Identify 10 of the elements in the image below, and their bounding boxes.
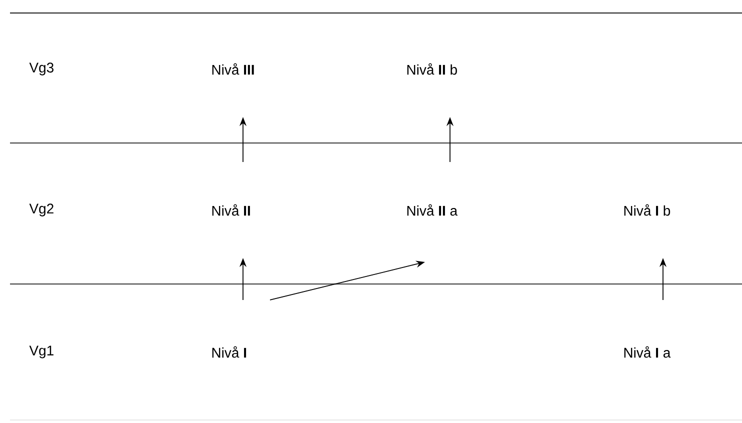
grade-label: Vg1: [29, 346, 54, 358]
level-label: Nivå I b: [624, 204, 670, 216]
grade-label: Vg3: [29, 62, 54, 76]
level-label: Nivå I a: [624, 346, 671, 358]
level-label: Nivå III: [212, 63, 254, 75]
grade-label: Vg2: [29, 204, 54, 216]
level-label: Nivå I: [212, 346, 246, 358]
level-label: Nivå II: [212, 204, 250, 216]
level-label: Nivå II a: [407, 204, 458, 216]
level-label: Nivå II b: [407, 63, 457, 75]
